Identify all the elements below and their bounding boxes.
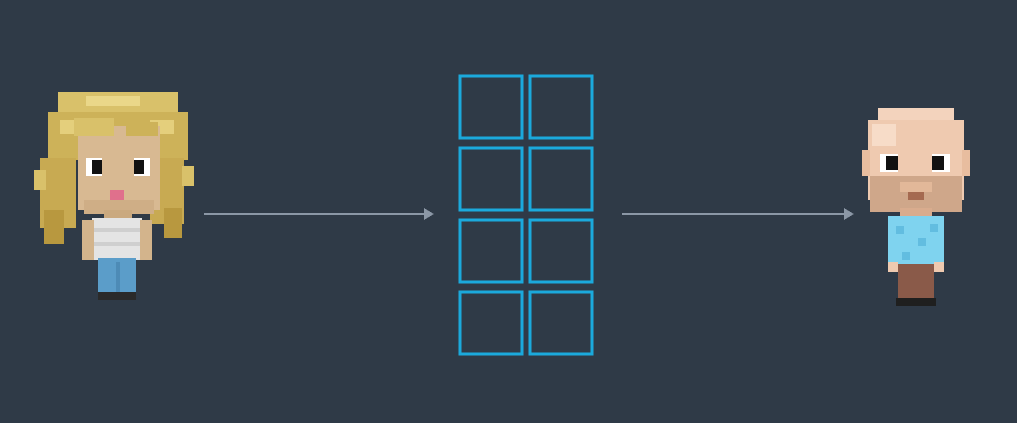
pixel-man-bald-icon: [862, 108, 970, 306]
square-outline-icon: [458, 74, 524, 140]
arrow-right-icon: [204, 208, 434, 220]
square-outline-icon: [458, 146, 524, 212]
square-outline-icon: [528, 218, 594, 284]
arrow-right-icon: [622, 208, 854, 220]
square-outline-icon: [528, 290, 594, 356]
square-outline-icon: [458, 290, 524, 356]
square-outline-icon: [528, 146, 594, 212]
square-outline-icon: [528, 74, 594, 140]
square-outline-icon: [458, 218, 524, 284]
square-grid: [458, 74, 594, 356]
pixel-woman-blonde-icon: [34, 92, 194, 300]
